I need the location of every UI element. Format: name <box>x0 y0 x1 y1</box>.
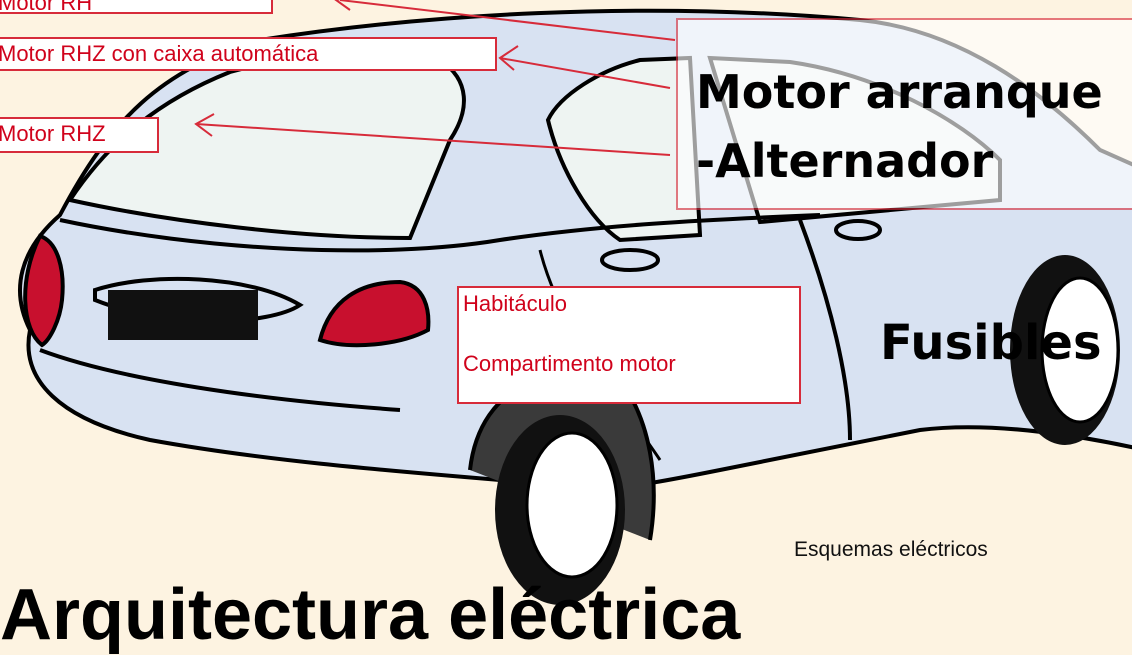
label-habitaculo: Habitáculo <box>463 291 567 316</box>
label-motor-rh-text: Motor RH <box>0 0 93 15</box>
label-compartimento-motor: Compartimento motor <box>463 351 676 376</box>
label-fusibles: Fusibles <box>880 315 1102 371</box>
front-wheel-hub <box>1040 276 1120 424</box>
arrow-motor-rhz <box>195 123 671 156</box>
rear-door-handle <box>600 248 660 272</box>
left-tail-light <box>23 233 65 348</box>
rear-wheel-hub <box>525 431 619 579</box>
door-line <box>798 219 852 441</box>
arrowhead-motor-rh <box>334 0 351 11</box>
arrowhead-motor-rhz-auto <box>498 45 519 71</box>
label-motor-rhz-auto: Motor RHZ con caixa automática <box>0 37 497 71</box>
arrow-motor-rhz-auto <box>499 57 671 89</box>
bumper-line <box>39 348 401 412</box>
label-motor-rhz-auto-text: Motor RHZ con caixa automática <box>0 41 319 66</box>
body-line-upper <box>59 213 821 253</box>
arrowhead-motor-rhz <box>194 113 215 137</box>
label-motor-rhz: Motor RHZ <box>0 117 159 153</box>
label-esquemas-electricos: Esquemas eléctricos <box>794 538 988 561</box>
label-habitaculo-box: Habitáculo Compartimento motor <box>457 286 801 404</box>
right-tail-light <box>317 279 431 348</box>
page-title: Arquitectura eléctrica <box>0 575 741 655</box>
rear-side-window <box>545 55 703 243</box>
label-motor-rhz-text: Motor RHZ <box>0 121 106 146</box>
label-motor-arranque: Motor arranque <box>696 65 1103 119</box>
callout-arrows <box>194 0 676 156</box>
arrow-motor-rh <box>339 0 676 41</box>
label-arranque-box <box>676 18 1132 210</box>
label-motor-rh: Motor RH <box>0 0 273 15</box>
label-alternador: -Alternador <box>696 134 994 188</box>
front-door-handle <box>834 219 882 241</box>
license-plate <box>108 290 258 340</box>
